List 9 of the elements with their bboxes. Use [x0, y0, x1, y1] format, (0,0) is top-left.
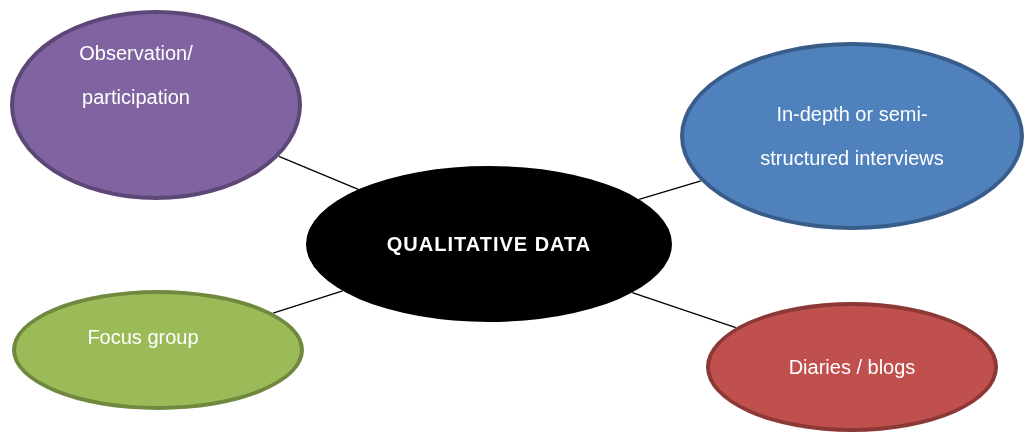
node-label: In-depth or semi-structured interviews: [759, 102, 945, 171]
node-label: Observation/ participation: [78, 41, 194, 110]
node-label: Focus group: [87, 325, 199, 350]
connector-line: [638, 180, 702, 200]
connector-line: [272, 290, 344, 314]
connector-line: [631, 291, 737, 329]
connector-line: [278, 155, 359, 191]
node-label: Diaries / blogs: [788, 355, 916, 380]
node-label: QUALITATIVE DATA: [386, 232, 592, 257]
